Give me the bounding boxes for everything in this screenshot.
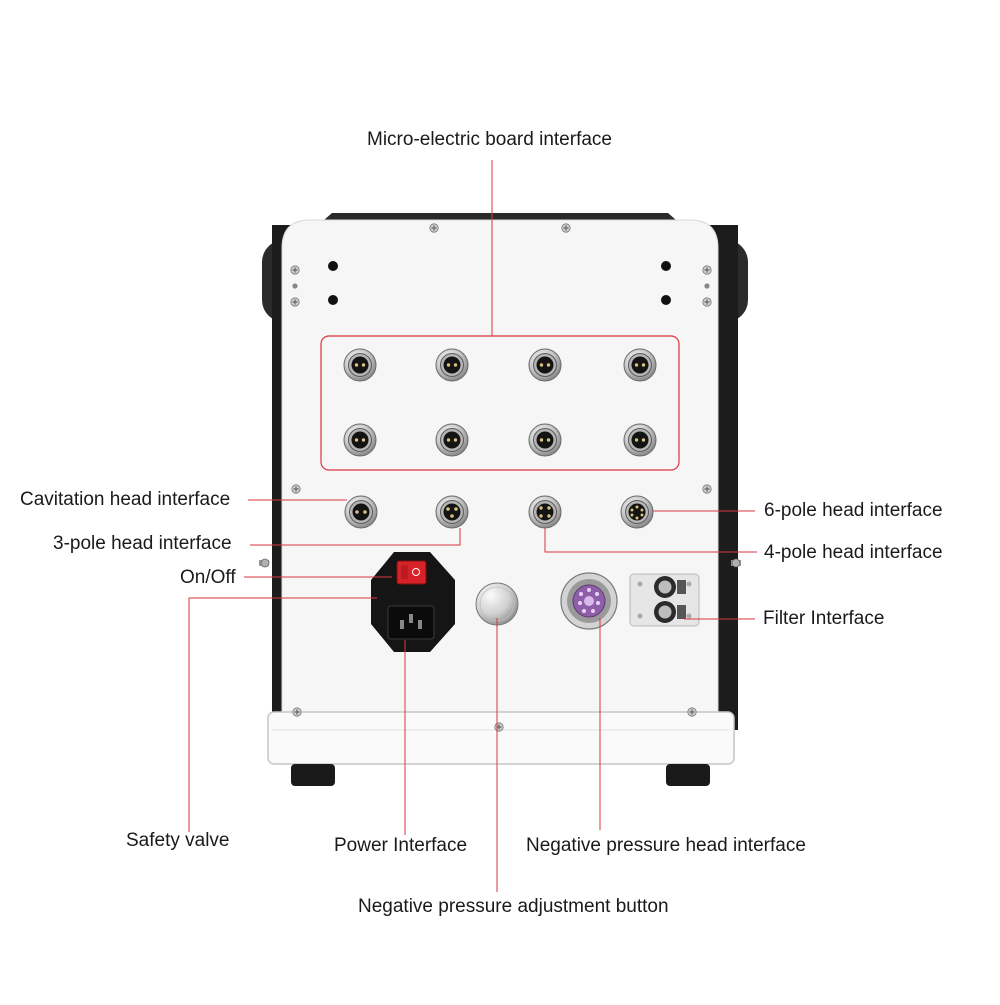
connector-icon <box>343 348 377 382</box>
label-four-pole-head-interface: 4-pole head interface <box>764 542 943 563</box>
four-pole-connector-icon <box>528 495 562 529</box>
head-connectors <box>344 495 654 529</box>
connector-icon <box>343 423 377 457</box>
negative-pressure-port-icon <box>560 572 618 630</box>
label-cavitation-head-interface: Cavitation head interface <box>20 489 231 510</box>
label-negative-pressure-head-interface: Negative pressure head interface <box>526 835 806 856</box>
filter-interface-icon <box>629 573 700 627</box>
connector-icon <box>528 423 562 457</box>
label-filter-interface: Filter Interface <box>763 608 885 629</box>
micro-electric-connectors <box>343 348 657 457</box>
mounting-holes <box>328 261 671 305</box>
label-micro-electric-board-interface: Micro-electric board interface <box>367 129 612 150</box>
label-three-pole-head-interface: 3-pole head interface <box>53 533 232 554</box>
label-safety-valve: Safety valve <box>126 830 230 851</box>
connector-icon <box>435 348 469 382</box>
micro-electric-callout-box <box>320 335 680 471</box>
label-on-off: On/Off <box>180 567 236 588</box>
power-module <box>371 552 455 652</box>
label-negative-pressure-adjustment-button: Negative pressure adjustment button <box>358 896 669 917</box>
three-pole-connector-icon <box>435 495 469 529</box>
six-pole-connector-icon <box>620 495 654 529</box>
connector-icon <box>623 423 657 457</box>
label-six-pole-head-interface: 6-pole head interface <box>764 500 943 521</box>
label-power-interface: Power Interface <box>334 835 468 856</box>
leader-lines <box>188 160 757 892</box>
connector-icon <box>528 348 562 382</box>
connector-icon <box>623 348 657 382</box>
connector-icon <box>435 423 469 457</box>
panel-screws <box>259 223 741 732</box>
cavitation-connector-icon <box>344 495 378 529</box>
